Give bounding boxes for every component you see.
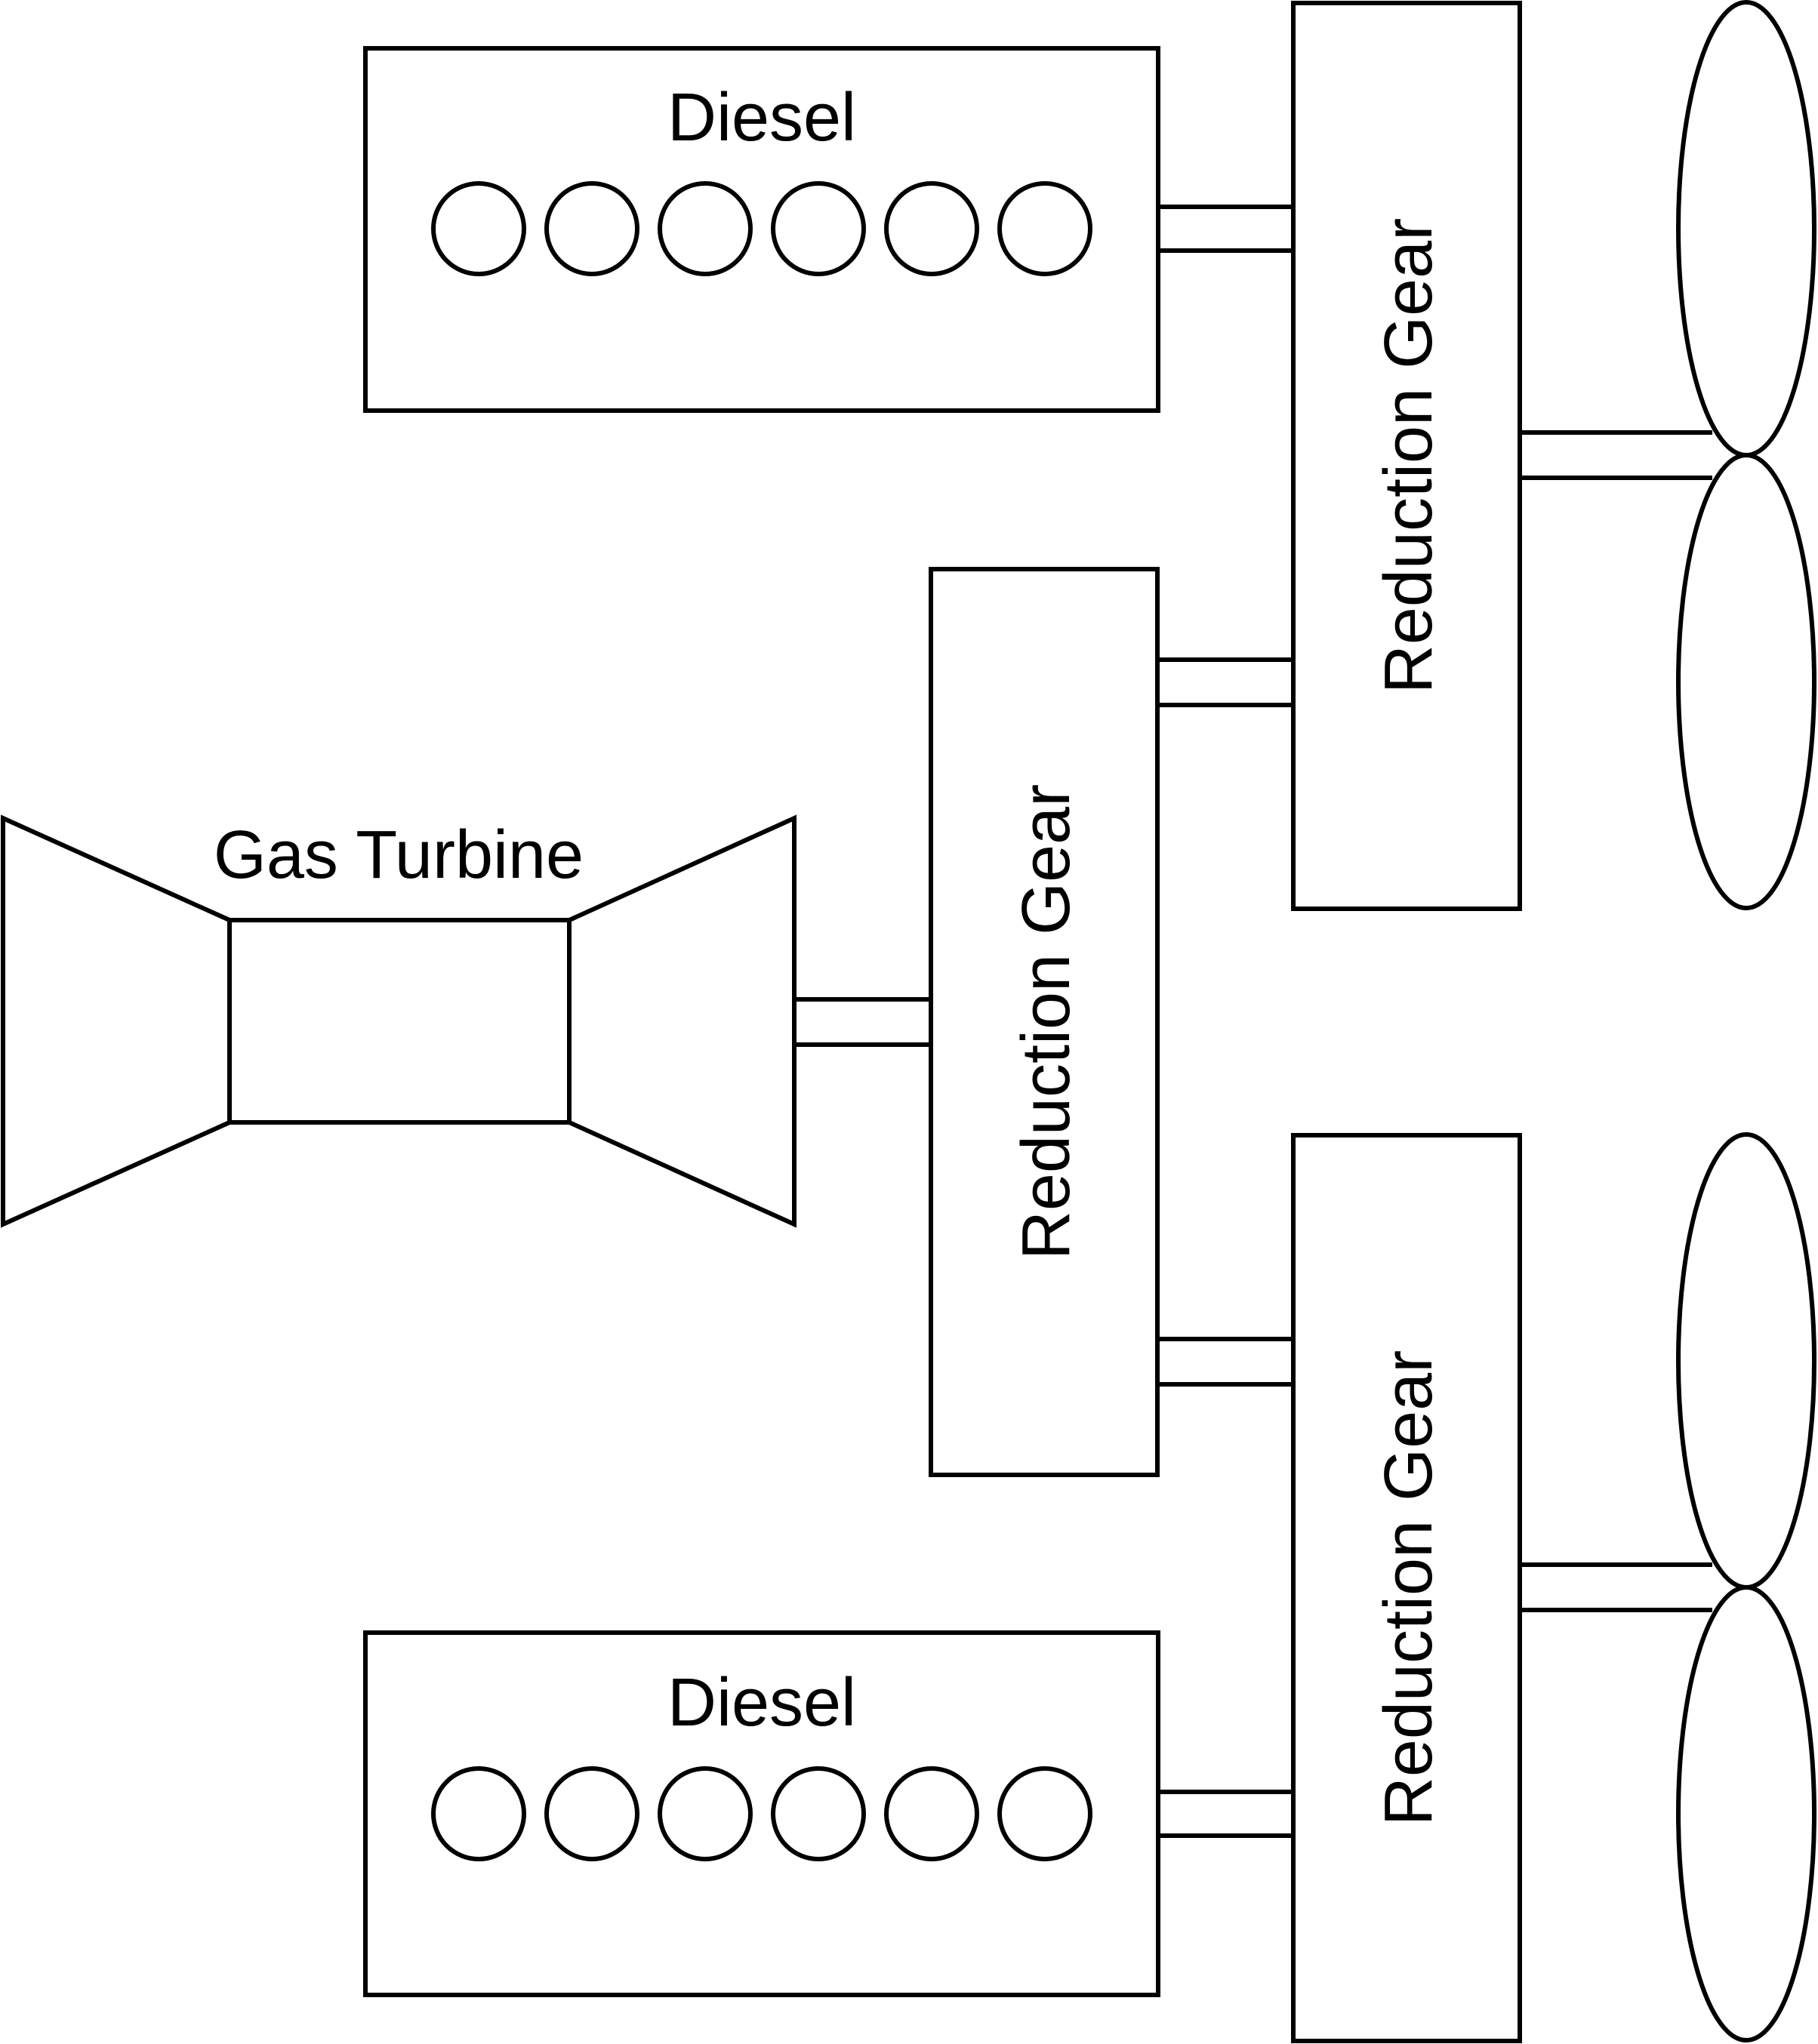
bottom-diesel-cylinder [771,1766,866,1861]
shaft-center-gear-to-bottom-gear [1157,1337,1293,1387]
top-propeller-blade-upper [1676,0,1816,457]
top-diesel-cylinders [431,181,1092,276]
bottom-diesel-cylinder [884,1766,979,1861]
center-reduction-gear-label: Reduction Gear [1009,784,1084,1260]
bottom-diesel-box [363,1630,1160,1997]
gas-turbine-exhaust-cone [567,814,797,1228]
bottom-propeller-blade-upper [1676,1132,1816,1590]
top-diesel-cylinder [997,181,1092,276]
shafts [794,205,1712,1838]
gas-turbine-compressor-cone [1,814,232,1228]
bottom-diesel-cylinder [544,1766,639,1861]
center-reduction-gear: Reduction Gear [929,567,1160,1477]
top-diesel-cylinder [658,181,753,276]
bottom-diesel-cylinder [431,1766,526,1861]
top-propeller [1676,0,1816,910]
bottom-diesel-engine: Diesel [363,1630,1160,1997]
shaft-bottom-gear-to-propeller [1520,1562,1712,1612]
bottom-diesel-cylinders [431,1766,1092,1861]
top-diesel-label: Diesel [667,80,856,155]
top-diesel-cylinder [544,181,639,276]
shaft-top-diesel-to-top-gear [1158,205,1293,253]
top-diesel-cylinder [431,181,526,276]
top-diesel-box [363,46,1160,413]
top-diesel-cylinder [884,181,979,276]
center-reduction-gear-box [929,567,1160,1477]
bottom-propeller [1676,1132,1816,2042]
top-diesel-cylinder [771,181,866,276]
bottom-reduction-gear: Reduction Gear [1291,1133,1522,2043]
shaft-gas-turbine-to-center-gear [794,997,931,1047]
top-reduction-gear: Reduction Gear [1291,1,1522,911]
shaft-top-gear-to-propeller [1520,430,1712,480]
top-propeller-blade-lower [1676,453,1816,910]
bottom-reduction-gear-label: Reduction Gear [1371,1350,1447,1826]
bottom-diesel-cylinder [658,1766,753,1861]
gas-turbine-label: Gas Turbine [214,817,584,893]
top-diesel-engine: Diesel [363,46,1160,413]
top-reduction-gear-box [1291,1,1522,911]
gas-turbine-combustor [227,918,572,1125]
shaft-center-gear-to-top-gear [1157,657,1293,707]
shaft-bottom-diesel-to-bottom-gear [1158,1790,1293,1838]
bottom-reduction-gear-box [1291,1133,1522,2043]
top-reduction-gear-label: Reduction Gear [1371,218,1447,694]
bottom-diesel-label: Diesel [667,1665,856,1741]
bottom-diesel-cylinder [997,1766,1092,1861]
gas-turbine: Gas Turbine [1,814,797,1228]
bottom-propeller-blade-lower [1676,1585,1816,2042]
